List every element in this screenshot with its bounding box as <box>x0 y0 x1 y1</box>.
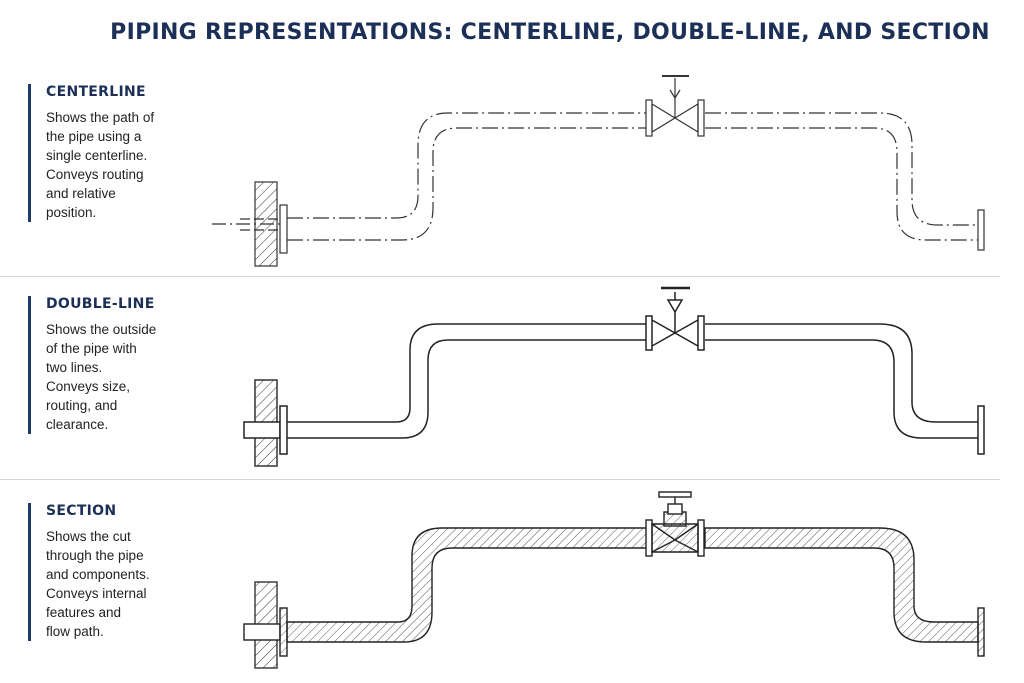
page-title: PIPING REPRESENTATIONS: CENTERLINE, DOUB… <box>0 20 1024 45</box>
body-line: features and <box>46 605 122 620</box>
body-line: Conveys routing <box>46 167 144 182</box>
section-heading: SECTION <box>46 503 117 519</box>
globe-valve <box>645 491 705 557</box>
section-description: SECTION Shows the cut through the pipe a… <box>28 503 188 641</box>
body-line: Shows the outside <box>46 322 157 337</box>
body-line: Shows the cut <box>46 529 131 544</box>
pipe-wall <box>704 527 979 643</box>
double-line-description: DOUBLE-LINE Shows the outside of the pip… <box>28 296 188 434</box>
pipe-inner <box>287 339 650 439</box>
body-line: Shows the path of <box>46 110 155 125</box>
gate-valve <box>645 75 705 137</box>
double-line-heading: DOUBLE-LINE <box>46 296 155 312</box>
pipe-path <box>705 127 978 241</box>
flange <box>279 405 288 455</box>
section-drawing <box>243 491 985 669</box>
double-line-body: Shows the outside of the pipe with two l… <box>46 320 188 434</box>
centerline-drawing <box>212 75 985 267</box>
gate-valve <box>645 286 705 351</box>
page-title-text: PIPING REPRESENTATIONS: CENTERLINE, DOUB… <box>110 20 990 45</box>
pipe-path <box>287 127 650 241</box>
centerline-body: Shows the path of the pipe using a singl… <box>46 108 188 222</box>
centerline-heading: CENTERLINE <box>46 84 146 100</box>
flange <box>977 209 985 251</box>
flange <box>279 204 288 254</box>
centerline-description: CENTERLINE Shows the path of the pipe us… <box>28 84 188 222</box>
flange <box>977 405 985 455</box>
section-divider <box>0 479 1000 480</box>
pipe-wall <box>286 527 651 643</box>
body-line: the pipe using a <box>46 129 142 144</box>
body-line: routing, and <box>46 398 118 413</box>
body-line: through the pipe <box>46 548 144 563</box>
body-line: position. <box>46 205 97 220</box>
pipe-path <box>287 112 650 219</box>
body-line: and relative <box>46 186 116 201</box>
double-line-drawing <box>243 286 985 467</box>
pipe-stub <box>243 623 281 641</box>
body-line: of the pipe with <box>46 341 137 356</box>
pipe-stub <box>243 421 281 439</box>
section-body: Shows the cut through the pipe and compo… <box>46 527 188 641</box>
body-line: and components. <box>46 567 150 582</box>
body-line: single centerline. <box>46 148 148 163</box>
body-line: Conveys size, <box>46 379 131 394</box>
body-line: two lines. <box>46 360 103 375</box>
flange <box>977 607 985 657</box>
pipe-path <box>705 112 978 226</box>
section-divider <box>0 276 1000 277</box>
pipe-outer <box>287 323 650 423</box>
body-line: flow path. <box>46 624 104 639</box>
flange <box>279 607 288 657</box>
pipe-inner <box>705 339 978 439</box>
pipe-outer <box>705 323 978 423</box>
body-line: clearance. <box>46 417 109 432</box>
body-line: Conveys internal <box>46 586 147 601</box>
